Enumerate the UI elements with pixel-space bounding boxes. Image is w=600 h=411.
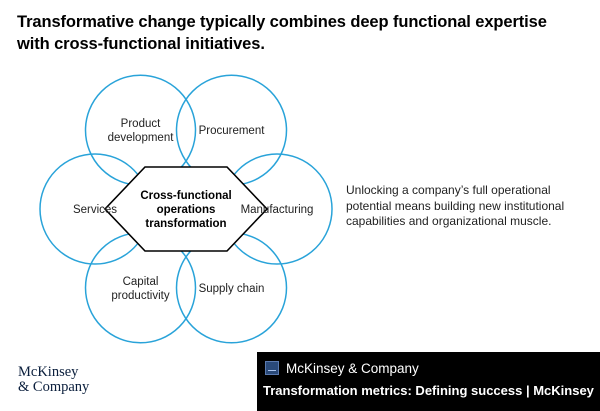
mckinsey-logo: McKinsey & Company [18,365,89,395]
labels-layer: Product development ProcurementManufacturi… [73,118,313,302]
label-supply-chain-line: Supply chain [199,283,265,295]
caption-site-name: McKinsey & Company [286,361,419,376]
logo-line-2: & Company [18,379,90,395]
label-product-development-line: development [108,132,175,144]
label-services-line: Services [73,204,117,216]
site-favicon-icon [265,361,279,375]
label-manufacturing: Manufacturing [241,204,314,216]
label-capital-productivity: Capital productivity [111,276,169,302]
center-label-line: Cross-functional [140,190,231,202]
label-procurement: Procurement [199,125,266,137]
hex-layer [103,166,269,252]
caption-page-title[interactable]: Transformation metrics: Defining success… [263,383,594,398]
label-product-development-line: Product [121,118,161,130]
center-label-line: transformation [145,218,226,230]
label-procurement-line: Procurement [199,125,266,137]
label-product-development: Product development [108,118,175,144]
label-services: Services [73,204,117,216]
label-capital-productivity-line: Capital [123,276,159,288]
label-supply-chain: Supply chain [199,283,265,295]
label-capital-productivity-line: productivity [111,290,169,302]
logo-line-1: McKinsey [18,364,79,380]
link-preview-caption[interactable]: McKinsey & Company Transformation metric… [257,352,600,411]
label-manufacturing-line: Manufacturing [241,204,314,216]
center-label: Cross-functional operations transformation [140,190,231,230]
center-label-line: operations [157,204,216,216]
headline: Transformative change typically combines… [17,13,547,53]
side-note: Unlocking a company’s full operational p… [346,183,565,228]
center-hexagon [103,166,269,252]
